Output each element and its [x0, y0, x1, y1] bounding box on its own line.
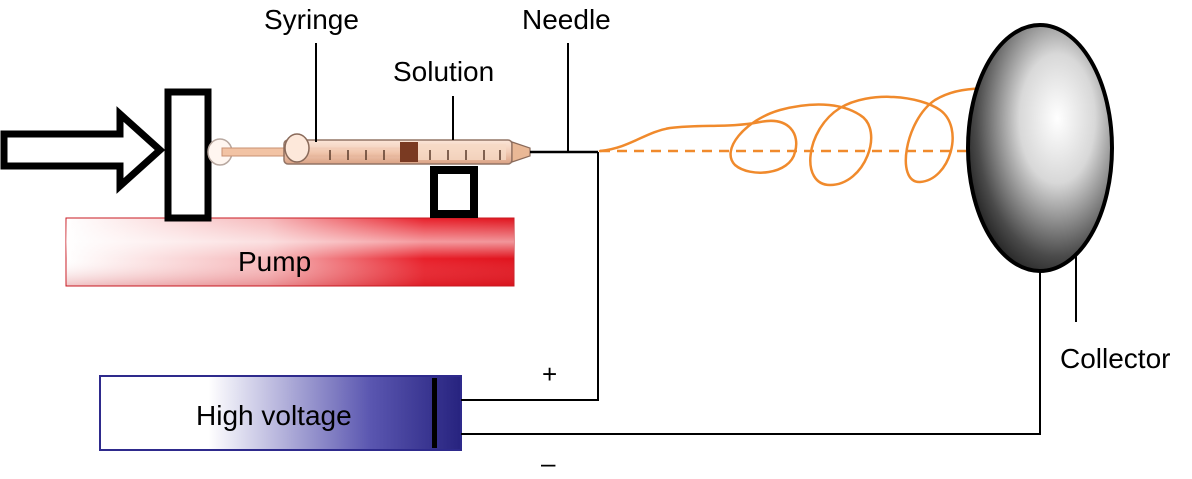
needle-label: Needle — [522, 4, 611, 35]
syringe — [207, 133, 531, 166]
leader-lines — [315, 43, 1077, 322]
collector-label: Collector — [1060, 343, 1170, 374]
circuit-wires — [461, 152, 1041, 435]
plus-label: + — [542, 359, 557, 389]
minus-label: – — [541, 448, 556, 478]
syringe-support — [430, 166, 478, 218]
collector — [966, 23, 1114, 273]
pump-label: Pump — [238, 246, 311, 277]
pump: Pump — [65, 217, 515, 287]
high-voltage-label: High voltage — [196, 400, 352, 431]
push-arrow-icon — [0, 106, 166, 194]
syringe-label: Syringe — [264, 4, 359, 35]
pusher-plate — [164, 88, 212, 222]
solution-label: Solution — [393, 56, 494, 87]
high-voltage-supply: High voltage — [99, 375, 462, 451]
